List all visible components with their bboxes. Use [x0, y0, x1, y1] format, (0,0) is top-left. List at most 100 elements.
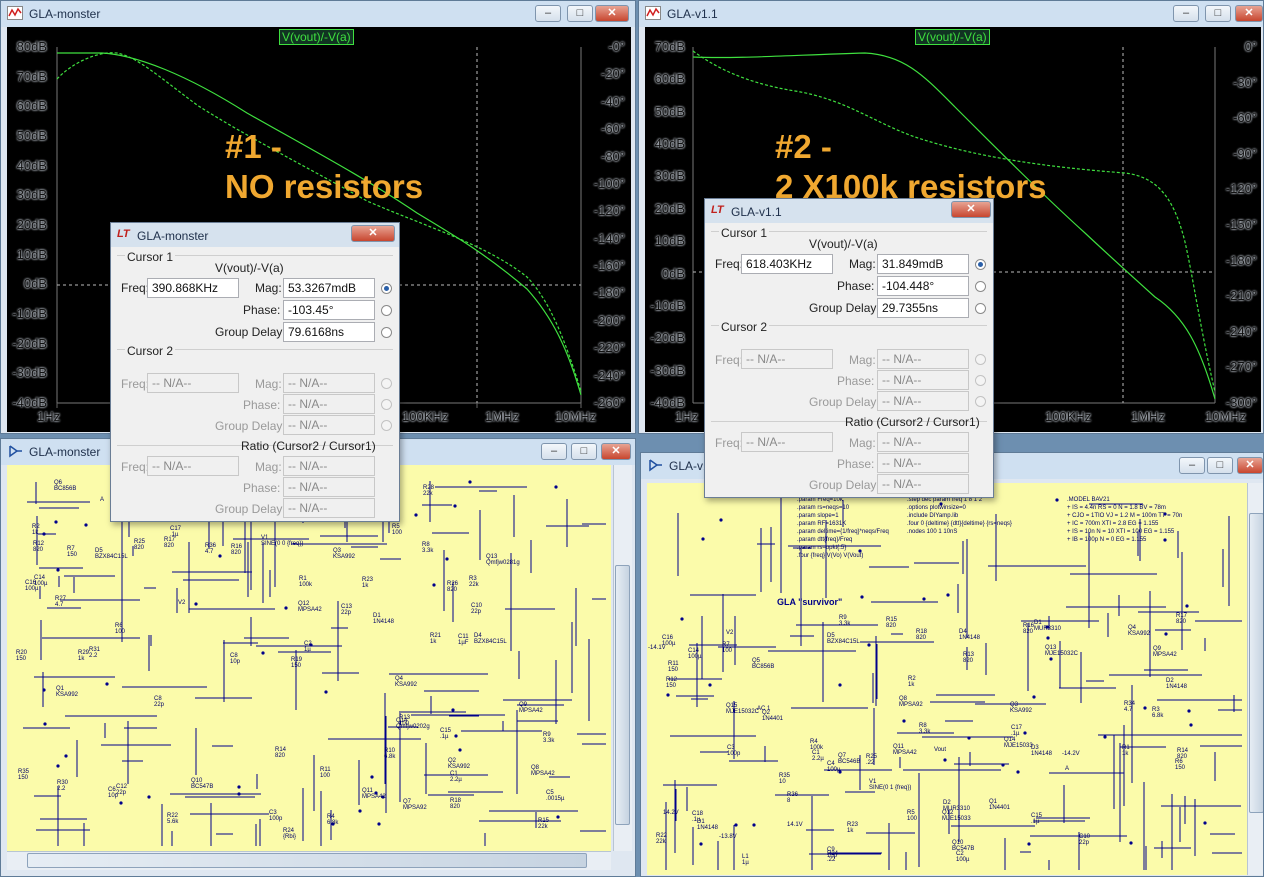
- minimize-button[interactable]: –: [1173, 5, 1199, 22]
- component-label[interactable]: R13 820: [963, 652, 975, 664]
- horizontal-scrollbar[interactable]: [7, 851, 611, 870]
- component-label[interactable]: C16 100µ: [662, 635, 676, 647]
- component-label[interactable]: C9 10p: [827, 847, 838, 859]
- cursor-1-group-delay-radio[interactable]: [381, 327, 392, 338]
- component-label[interactable]: L1 1µ: [742, 854, 749, 866]
- schematic-canvas[interactable]: GLA "survivor" .param Freq=10k.param rs=…: [647, 483, 1247, 875]
- component-label[interactable]: C17 .1µ: [1011, 725, 1023, 737]
- component-label[interactable]: R4 6.8k: [327, 814, 339, 826]
- ratio-group-delay-field[interactable]: -- N/A--: [877, 474, 969, 494]
- component-label[interactable]: Q11 MPSA42: [893, 744, 917, 756]
- spice-directive[interactable]: .param rs=opkt{.5}: [797, 545, 847, 551]
- component-label[interactable]: R34 4.7: [1124, 701, 1136, 713]
- scrollbar-thumb[interactable]: [615, 565, 630, 825]
- component-label[interactable]: C3 100p: [727, 745, 741, 757]
- component-label[interactable]: R5 100: [392, 524, 403, 536]
- component-label[interactable]: R3 6.8k: [1152, 707, 1164, 719]
- spice-directive[interactable]: .param deltime={1/freq}*neqs/Freq: [797, 529, 889, 535]
- component-label[interactable]: Q5 BC856B: [752, 658, 775, 670]
- component-label[interactable]: C8 22p: [154, 696, 165, 708]
- component-label[interactable]: R4 100k: [810, 739, 824, 751]
- component-label[interactable]: C14 100µ: [688, 648, 702, 660]
- component-label[interactable]: R25 .22: [866, 754, 878, 766]
- cursor-2-group-delay-field[interactable]: -- N/A--: [283, 415, 375, 435]
- maximize-button[interactable]: □: [1207, 457, 1233, 474]
- minimize-button[interactable]: –: [541, 443, 567, 460]
- component-label[interactable]: R19 150: [291, 657, 303, 669]
- component-label[interactable]: Q14 MJE15033: [1004, 737, 1033, 749]
- component-label[interactable]: R20 150: [16, 650, 28, 662]
- title-bar[interactable]: GLA-monster – □ ✕: [1, 1, 635, 27]
- component-label[interactable]: -14.2V: [1062, 751, 1080, 757]
- component-label[interactable]: Q6 BC856B: [54, 480, 77, 492]
- component-label[interactable]: R17 820: [1176, 613, 1188, 625]
- cursor-2-phase-field[interactable]: -- N/A--: [283, 394, 375, 414]
- vertical-scrollbar[interactable]: [613, 465, 632, 851]
- component-label[interactable]: Q13 MJE15032C: [1045, 645, 1079, 657]
- component-label[interactable]: Q13 Qmfjw0281g: [486, 554, 520, 566]
- component-label[interactable]: R7 100: [722, 642, 733, 654]
- spice-directive[interactable]: .param slope=1: [797, 513, 839, 519]
- cursor-1-freq-field[interactable]: 390.868KHz: [147, 278, 239, 298]
- close-button[interactable]: ✕: [351, 225, 395, 242]
- component-label[interactable]: C16 100µ: [25, 580, 39, 592]
- spice-directive[interactable]: .nodes 100 1 10nS: [907, 529, 958, 535]
- component-label[interactable]: R24 {Rbi}: [283, 828, 297, 840]
- component-label[interactable]: Q1 1N4401: [989, 799, 1011, 811]
- maximize-button[interactable]: □: [1205, 5, 1231, 22]
- minimize-button[interactable]: –: [1179, 457, 1205, 474]
- component-label[interactable]: A: [1065, 766, 1070, 772]
- component-label[interactable]: -13.8V: [719, 834, 737, 840]
- cursor-1-freq-field[interactable]: 618.403KHz: [741, 254, 833, 274]
- component-label[interactable]: D1 MUR3310: [1034, 620, 1062, 632]
- spice-directive[interactable]: .param dtt{freq}/Freq: [797, 537, 853, 543]
- vertical-scrollbar[interactable]: [1247, 483, 1263, 875]
- title-bar[interactable]: GLA-v1.1 – □ ✕: [639, 1, 1263, 27]
- component-label[interactable]: C2 1µ: [304, 641, 312, 653]
- component-label[interactable]: R9 3.3k: [543, 732, 555, 744]
- ratio-group-delay-field[interactable]: -- N/A--: [283, 498, 375, 518]
- component-label[interactable]: C5 .0015µ: [546, 790, 565, 802]
- minimize-button[interactable]: –: [535, 5, 561, 22]
- cursor-2-group-delay-radio[interactable]: [975, 396, 986, 407]
- component-label[interactable]: 14.1V: [787, 822, 803, 828]
- cursor-2-mag-radio[interactable]: [381, 378, 392, 389]
- component-label[interactable]: C3 100p: [269, 810, 283, 822]
- component-label[interactable]: Q4 KSA992: [395, 676, 418, 688]
- maximize-button[interactable]: □: [571, 443, 597, 460]
- component-label[interactable]: R23 1k: [847, 822, 859, 834]
- component-label[interactable]: Q3 KSA992: [1010, 702, 1033, 714]
- spice-directive[interactable]: .param rs=neqs=10: [797, 505, 850, 511]
- cursor-2-mag-field[interactable]: -- N/A--: [877, 349, 969, 369]
- component-label[interactable]: R16 820: [1023, 623, 1035, 635]
- spice-directive[interactable]: + IB = 100p N = 0 EG = 1.155: [1067, 537, 1147, 543]
- cursor-2-mag-radio[interactable]: [975, 354, 986, 365]
- spice-directive[interactable]: .include DIYamp.lib: [907, 513, 959, 519]
- component-label[interactable]: R6 100: [115, 623, 126, 635]
- component-label[interactable]: R22 5.6k: [167, 813, 179, 825]
- spice-directive[interactable]: .param Freq=10k: [797, 497, 843, 503]
- cursor-1-phase-field[interactable]: -103.45°: [283, 300, 375, 320]
- component-label[interactable]: D4 BZX84C15L: [474, 633, 507, 645]
- component-label[interactable]: R24 .22: [827, 851, 839, 863]
- spice-directive[interactable]: .four 0 {deltime} {dtt}{deltime} {rs=neq…: [907, 521, 1012, 527]
- component-label[interactable]: D5 BZX84C15L: [95, 548, 128, 560]
- component-label[interactable]: D1 1N4148: [697, 819, 719, 831]
- component-label[interactable]: R2 1k: [32, 524, 40, 536]
- spice-directive[interactable]: + IS = 4.4n RS = 0 N = 1.8 BV = 78m: [1067, 505, 1166, 511]
- component-label[interactable]: Q2 1N4401: [762, 710, 784, 722]
- scrollbar-thumb[interactable]: [27, 853, 587, 868]
- component-label[interactable]: R9 3.3k: [839, 615, 851, 627]
- component-label[interactable]: R10 6.8k: [384, 748, 396, 760]
- component-label[interactable]: Vout: [934, 747, 947, 753]
- component-label[interactable]: C8 10p: [230, 653, 241, 665]
- component-label[interactable]: D4 1N4148: [959, 629, 981, 641]
- component-label[interactable]: V1 SINE(0 1 {freq}): [869, 779, 912, 791]
- component-label[interactable]: C14 100µ: [34, 575, 48, 587]
- component-label[interactable]: R12 820: [33, 541, 45, 553]
- component-label[interactable]: Q8 MPSA42: [531, 765, 555, 777]
- dialog-title-bar[interactable]: LT GLA-v1.1 ✕: [705, 199, 993, 223]
- component-label[interactable]: R14 820: [275, 747, 287, 759]
- cursor-1-group-delay-radio[interactable]: [975, 303, 986, 314]
- component-label[interactable]: C15 .1µ: [1031, 813, 1043, 825]
